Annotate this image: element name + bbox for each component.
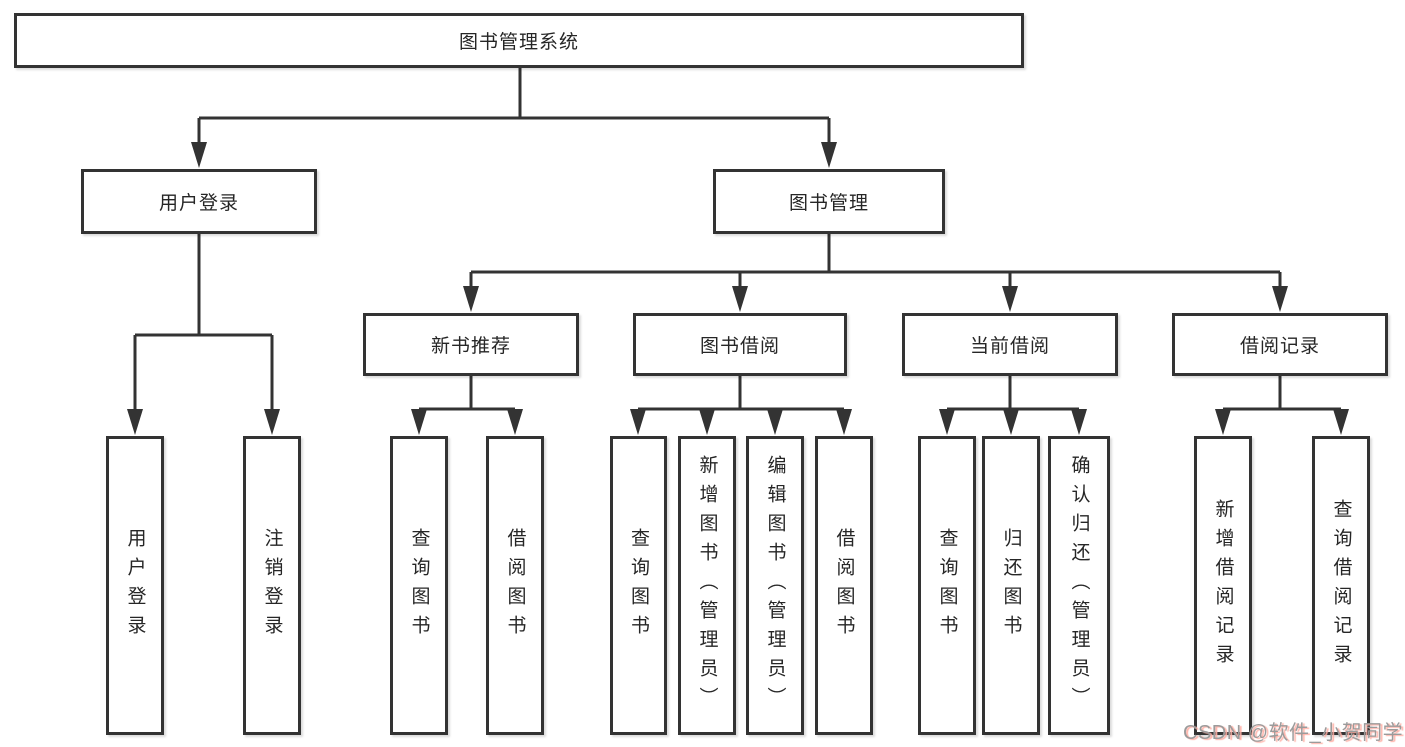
node-label: 借阅记录 (1239, 336, 1320, 357)
node-label: 用户登录 (158, 193, 239, 214)
node-label: 图书借阅 (699, 336, 780, 357)
node-borrowing-records: 借阅记录 (1172, 313, 1388, 376)
node-label: 确认归还（管理员） (1068, 455, 1090, 716)
leaf-query-books: 查询图书 (610, 436, 667, 735)
node-label: 查询图书 (936, 527, 958, 644)
connector-paths (133, 68, 1343, 412)
node-book-management: 图书管理 (713, 169, 945, 234)
node-label: 查询图书 (408, 527, 430, 644)
node-label: 新增借阅记录 (1212, 498, 1234, 673)
node-current-borrowing: 当前借阅 (902, 313, 1118, 376)
node-label: 新增图书（管理员） (696, 455, 718, 716)
node-label: 新书推荐 (430, 336, 511, 357)
node-new-book-recommendation: 新书推荐 (363, 313, 579, 376)
leaf-borrow-books: 借阅图书 (815, 436, 873, 735)
leaf-logout: 注销登录 (243, 436, 301, 735)
node-label: 查询借阅记录 (1330, 498, 1352, 673)
node-label: 当前借阅 (969, 336, 1050, 357)
node-library-management-system: 图书管理系统 (14, 13, 1024, 68)
leaf-query-books: 查询图书 (918, 436, 976, 735)
csdn-watermark: CSDN @软件_小贺同学 (1183, 722, 1404, 744)
leaf-borrow-books: 借阅图书 (486, 436, 544, 735)
node-label: 用户登录 (124, 527, 146, 644)
node-user-login: 用户登录 (81, 169, 317, 234)
leaf-add-borrow-record: 新增借阅记录 (1194, 436, 1252, 735)
leaf-edit-book-admin: 编辑图书（管理员） (746, 436, 804, 735)
node-label: 图书管理系统 (458, 32, 579, 53)
node-label: 归还图书 (1000, 527, 1022, 644)
node-label: 借阅图书 (504, 527, 526, 644)
node-label: 图书管理 (788, 193, 869, 214)
node-label: 注销登录 (261, 527, 283, 644)
node-label: 借阅图书 (833, 527, 855, 644)
leaf-confirm-return-admin: 确认归还（管理员） (1048, 436, 1110, 735)
leaf-query-borrow-record: 查询借阅记录 (1312, 436, 1370, 735)
node-label: 查询图书 (628, 527, 649, 644)
leaf-add-book-admin: 新增图书（管理员） (678, 436, 736, 735)
leaf-query-books: 查询图书 (390, 436, 448, 735)
leaf-user-login: 用户登录 (106, 436, 164, 735)
arrowheads (127, 142, 1349, 435)
node-label: 编辑图书（管理员） (764, 455, 786, 716)
node-book-borrowing: 图书借阅 (633, 313, 847, 376)
leaf-return-book: 归还图书 (982, 436, 1040, 735)
